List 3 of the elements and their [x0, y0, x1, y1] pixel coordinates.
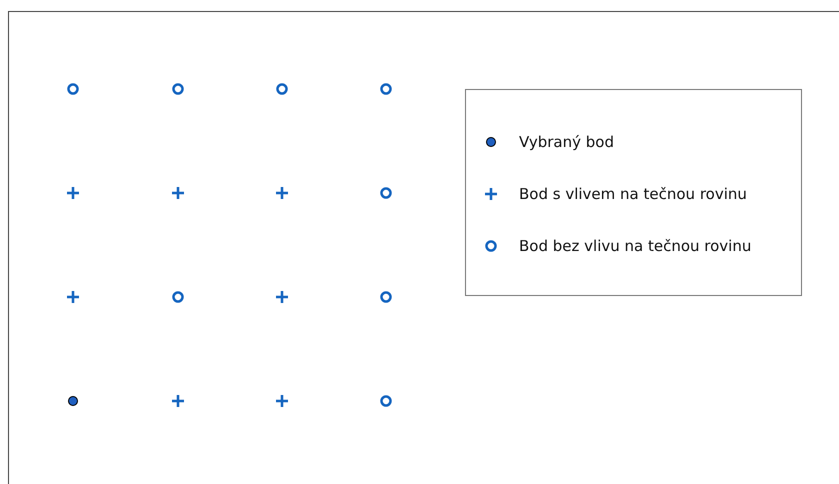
legend-label: Vybraný bod	[519, 133, 614, 151]
legend-label: Bod s vlivem na tečnou rovinu	[519, 185, 747, 203]
legend-label: Bod bez vlivu na tečnou rovinu	[519, 237, 752, 255]
